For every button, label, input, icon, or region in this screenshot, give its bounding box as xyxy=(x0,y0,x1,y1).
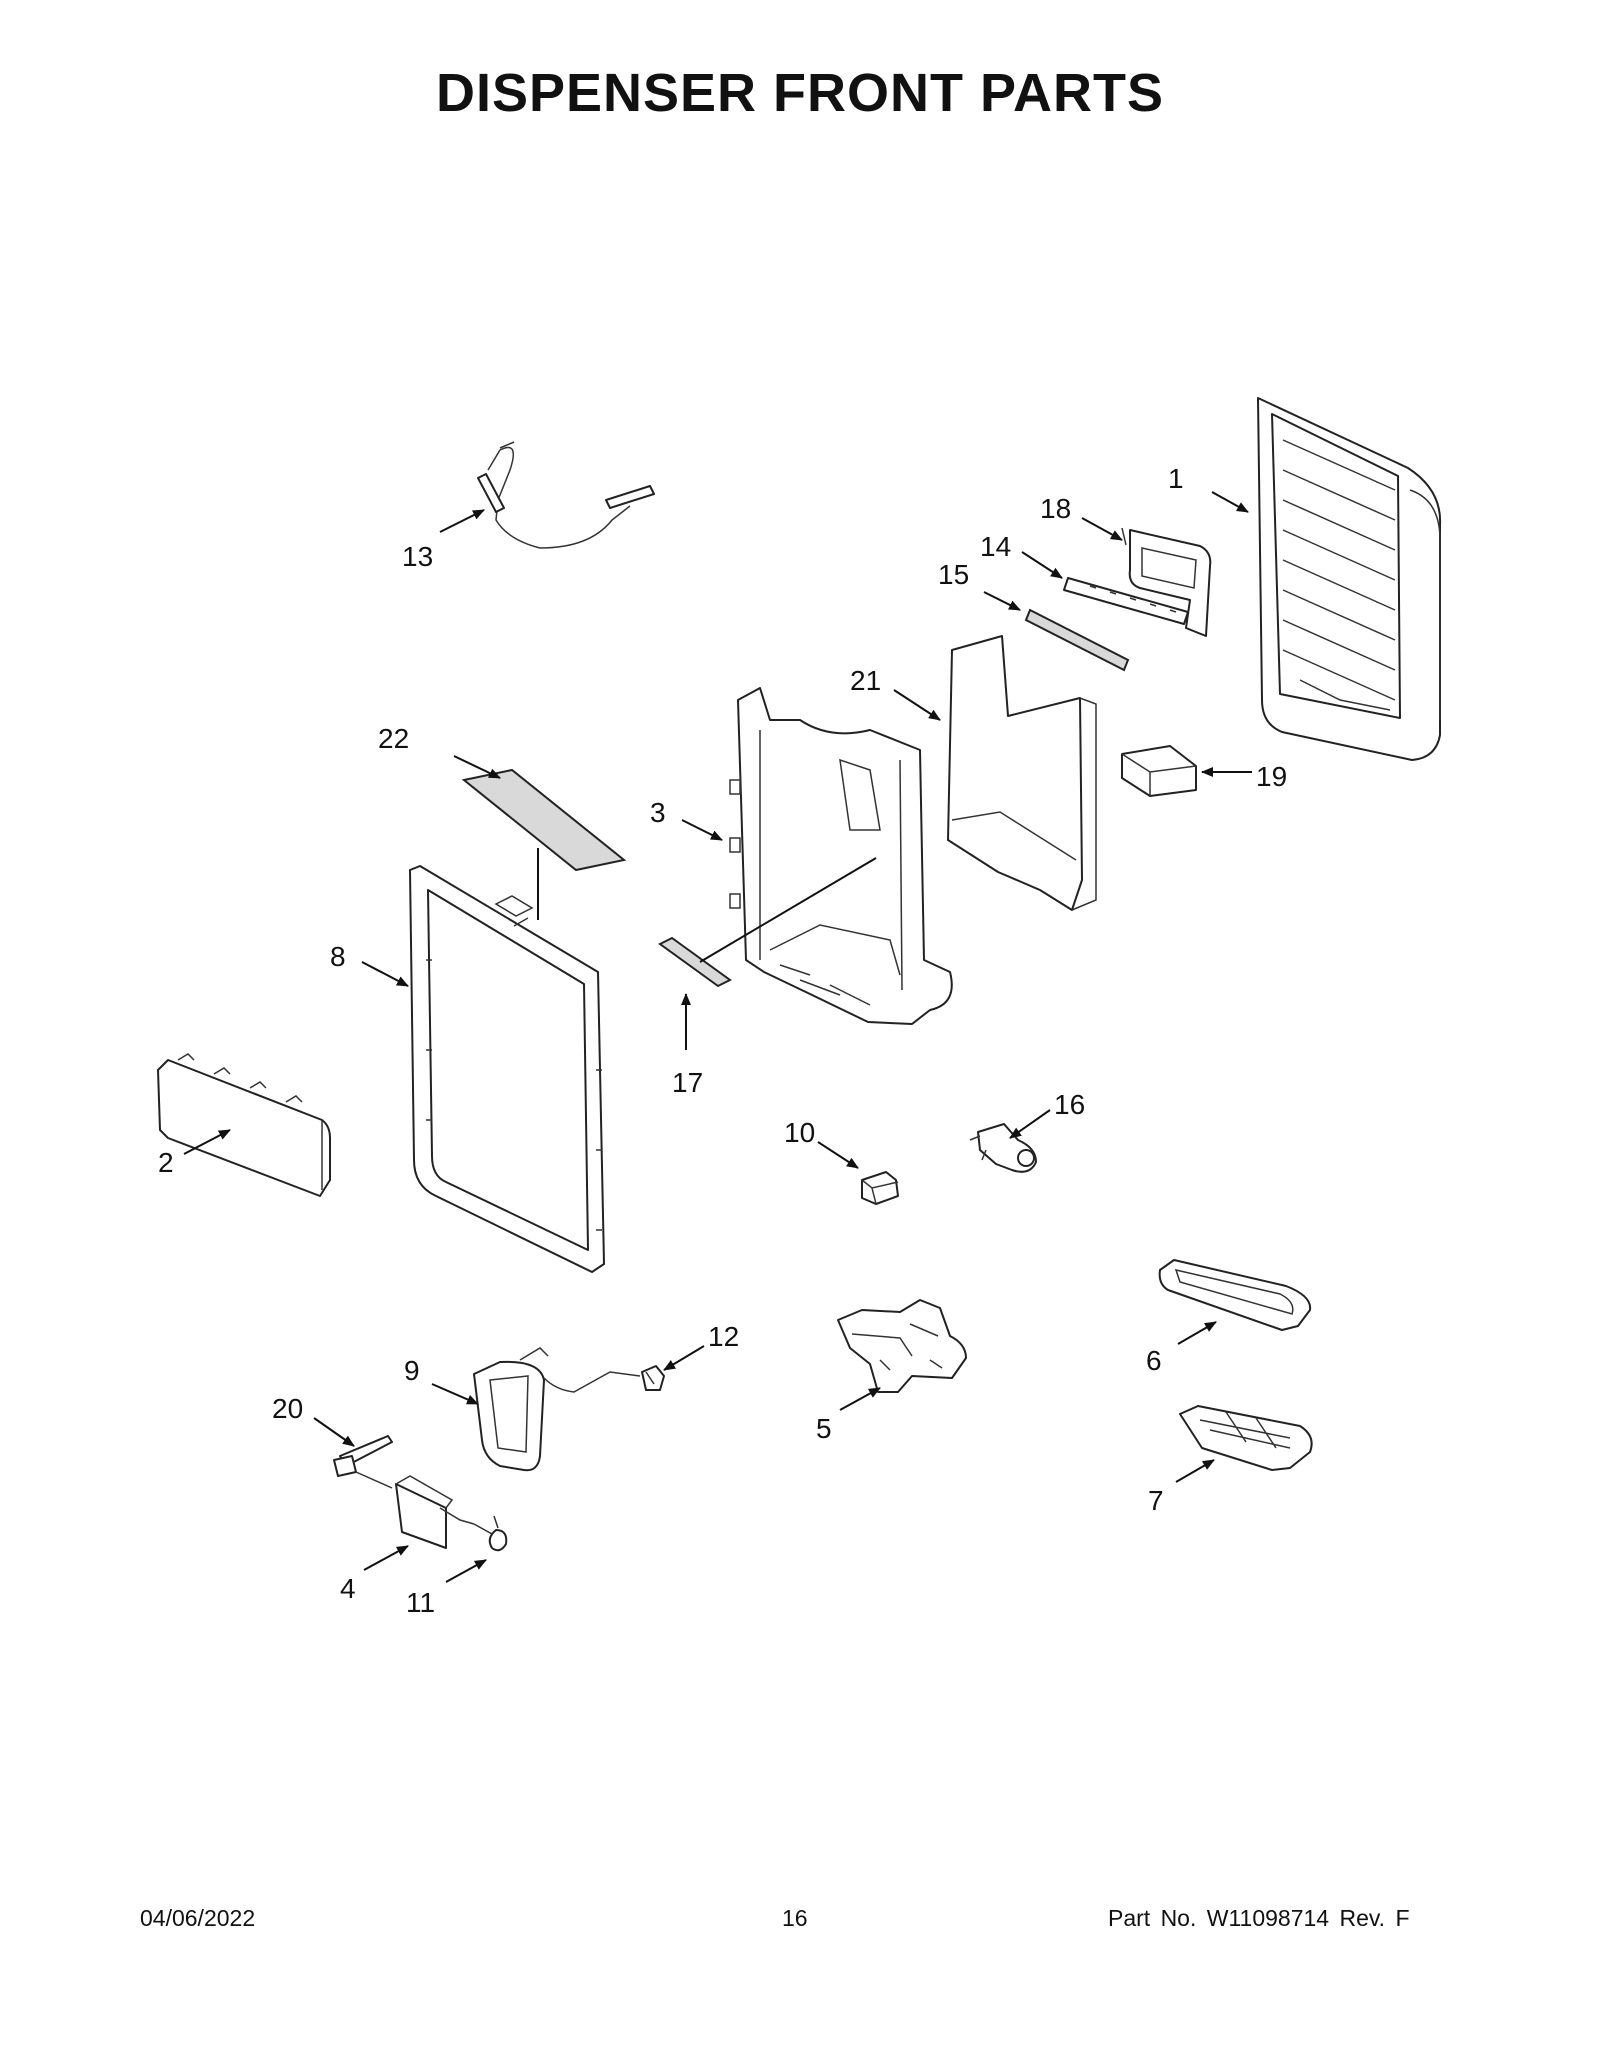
callout-5: 5 xyxy=(816,1413,832,1444)
callout-21: 21 xyxy=(850,665,881,696)
callout-3: 3 xyxy=(650,797,666,828)
callout-6: 6 xyxy=(1146,1345,1162,1376)
part-14-light-bar xyxy=(1063,577,1189,625)
part-13-harness xyxy=(477,441,655,549)
part-5-actuator xyxy=(837,1299,967,1393)
part-4-bracket xyxy=(355,1471,475,1549)
callout-17: 17 xyxy=(672,1067,703,1098)
part-15-strip xyxy=(1024,608,1130,672)
part-6-tray xyxy=(1158,1259,1312,1331)
part-1-housing xyxy=(1257,397,1442,761)
callout-20: 20 xyxy=(272,1393,303,1424)
part-20-pin xyxy=(333,1435,393,1477)
callout-22: 22 xyxy=(378,723,409,754)
part-8-bezel xyxy=(409,865,605,1273)
callout-11: 11 xyxy=(406,1587,435,1618)
part-16-switch xyxy=(969,1123,1037,1173)
callout-10: 10 xyxy=(784,1117,815,1148)
part-22-strip xyxy=(461,768,627,920)
part-18-bracket xyxy=(1121,527,1212,637)
part-12-clip xyxy=(641,1365,665,1391)
callout-13: 13 xyxy=(402,541,433,572)
callout-4: 4 xyxy=(340,1573,356,1604)
footer-part-number: Part No. W11098714 Rev. F xyxy=(1108,1905,1410,1931)
callout-15: 15 xyxy=(938,559,969,590)
part-21-shield xyxy=(947,635,1097,911)
callout-16: 16 xyxy=(1054,1089,1085,1120)
callout-19: 19 xyxy=(1256,761,1287,792)
callout-14: 14 xyxy=(980,531,1011,562)
part-2-panel xyxy=(157,1053,331,1197)
callout-18: 18 xyxy=(1040,493,1071,524)
part-10-clip xyxy=(861,1171,899,1205)
callout-1: 1 xyxy=(1168,463,1184,494)
part-3-frame xyxy=(729,687,953,1025)
part-19-block xyxy=(1121,745,1197,797)
part-17-strip xyxy=(658,857,877,988)
callout-7: 7 xyxy=(1148,1485,1164,1516)
callout-12: 12 xyxy=(708,1321,739,1352)
footer-date: 04/06/2022 xyxy=(140,1905,256,1931)
footer-page-number: 16 xyxy=(782,1905,808,1931)
part-9-paddle xyxy=(473,1347,641,1472)
callout-8: 8 xyxy=(330,941,346,972)
page-title: DISPENSER FRONT PARTS xyxy=(435,63,1165,123)
callout-9: 9 xyxy=(404,1355,420,1386)
part-7-drip-tray xyxy=(1179,1405,1313,1471)
part-11-spring xyxy=(473,1515,508,1552)
leader-lines xyxy=(183,491,1252,1583)
callout-2: 2 xyxy=(158,1147,174,1178)
